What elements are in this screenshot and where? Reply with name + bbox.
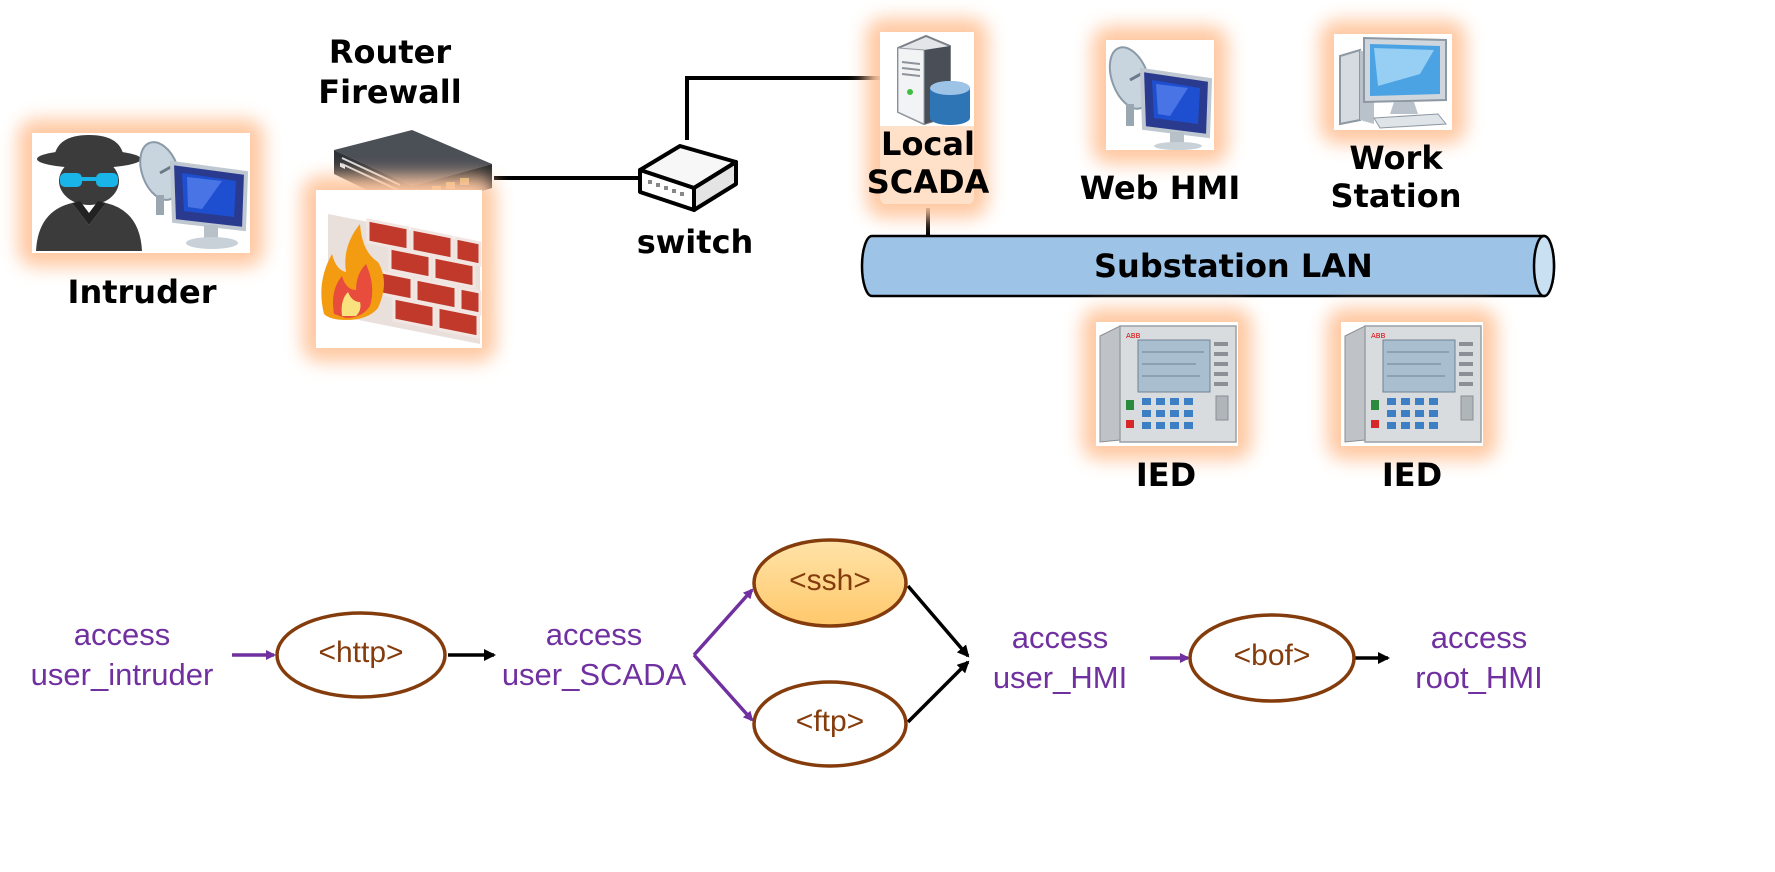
edge-scada-ssh <box>692 588 754 657</box>
scada-server-icon <box>880 32 974 126</box>
webhmi-icon <box>1106 40 1214 150</box>
priv-user-scada-line1: access <box>545 617 643 652</box>
substation-lan-label: Substation LAN <box>1094 247 1373 285</box>
ssh-node <box>752 538 908 628</box>
bof-node-label: <bof> <box>1233 639 1311 672</box>
scada-label-line1: Local <box>881 125 975 163</box>
ied-2-icon: ABB <box>1341 322 1483 446</box>
workstation-icon <box>1334 34 1452 130</box>
ssh-node-label: <ssh> <box>789 564 871 597</box>
firewall-icon <box>316 190 482 348</box>
switch-label: switch <box>636 223 754 261</box>
intruder-label: Intruder <box>67 273 217 311</box>
ied-1-brand: ABB <box>1126 332 1141 340</box>
substation-lan-bus <box>860 234 1556 298</box>
edge-ssh-hmi <box>906 584 970 658</box>
intruder-icon <box>32 133 250 253</box>
priv-user-hmi-line2: user_HMI <box>992 660 1128 695</box>
webhmi-label: Web HMI <box>1079 169 1241 207</box>
ftp-node <box>752 680 908 768</box>
router-label: Router <box>328 33 452 71</box>
ied-2-brand: ABB <box>1371 332 1386 340</box>
workstation-label-line2: Station <box>1330 177 1462 215</box>
ftp-node-label: <ftp> <box>795 705 865 738</box>
switch-icon <box>638 144 738 212</box>
bof-node <box>1188 613 1356 703</box>
priv-user-intruder-line2: user_intruder <box>30 657 214 692</box>
firewall-label: Firewall <box>318 73 462 111</box>
ied-1-icon: ABB <box>1096 322 1238 446</box>
priv-user-hmi-line1: access <box>1011 620 1109 655</box>
workstation-label-line1: Work <box>1349 139 1443 177</box>
priv-user-intruder-line1: access <box>73 617 171 652</box>
scada-label-line2: SCADA <box>866 163 990 201</box>
priv-root-hmi-line1: access <box>1430 620 1528 655</box>
ied-1-label: IED <box>1135 456 1197 494</box>
priv-user-scada-line2: user_SCADA <box>501 657 687 692</box>
priv-root-hmi-line2: root_HMI <box>1415 660 1543 695</box>
edge-scada-ftp <box>692 653 754 722</box>
http-node <box>275 611 447 699</box>
switch-scada-link <box>685 76 882 140</box>
edge-ftp-hmi <box>906 660 970 724</box>
ied-2-label: IED <box>1381 456 1443 494</box>
http-node-label: <http> <box>318 636 404 669</box>
